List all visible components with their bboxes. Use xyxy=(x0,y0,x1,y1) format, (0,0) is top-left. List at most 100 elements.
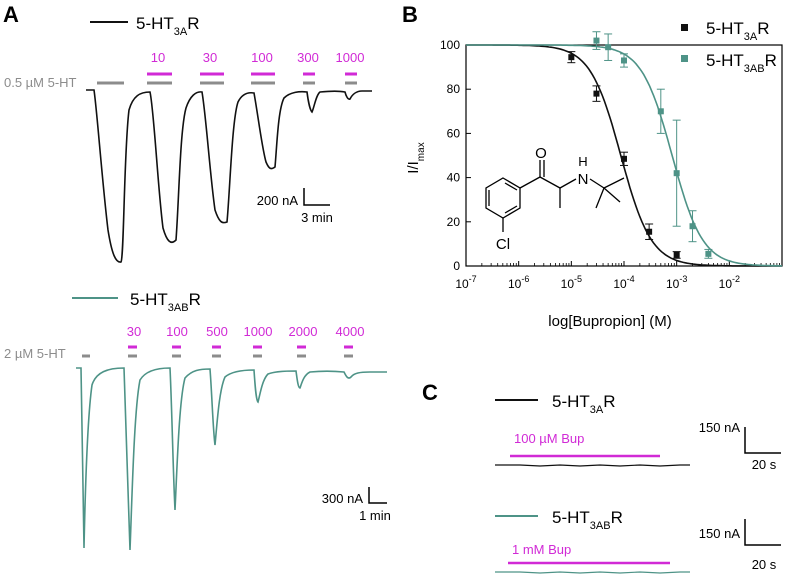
panel-a-bottom-concentration-labels: 30 100 500 1000 2000 4000 xyxy=(127,324,365,339)
panel-c-bottom-legend: 5-HT3ABR xyxy=(552,508,623,532)
x-tick-label: 10-6 xyxy=(508,274,529,291)
data-point xyxy=(672,119,681,227)
panel-a-bottom-current-trace xyxy=(76,367,387,551)
data-point xyxy=(592,31,601,50)
y-tick-label: 20 xyxy=(447,215,461,229)
panel-c-bottom-current-trace xyxy=(495,571,690,574)
tert-butyl-bond xyxy=(589,178,605,189)
panel-a-top-scale-bar: 200 nA 3 min xyxy=(257,188,333,225)
ring-double-bond xyxy=(504,205,518,214)
panel-c-top-legend: 5-HT3AR xyxy=(552,392,616,416)
point-marker xyxy=(593,90,600,97)
scale-time-label: 20 s xyxy=(752,457,777,472)
scale-time-label: 20 s xyxy=(752,557,777,572)
x-tick-label: 10-7 xyxy=(455,274,476,291)
y-tick-label: 80 xyxy=(447,82,461,96)
point-marker xyxy=(657,108,664,115)
panel-a-bottom-agonist-label: 2 µM 5-HT xyxy=(4,346,66,361)
x-tick-label: 10-5 xyxy=(561,274,582,291)
panel-c-top-scale-bar: 150 nA 20 s xyxy=(699,420,781,472)
data-point xyxy=(592,85,601,102)
conc-label: 4000 xyxy=(336,324,365,339)
y-tick-label: 0 xyxy=(453,259,460,273)
atom-hydrogen: H xyxy=(578,154,587,169)
carbonyl-carbon-bond xyxy=(519,176,541,189)
conc-label: 1000 xyxy=(336,50,365,65)
conc-label: 100 xyxy=(251,50,273,65)
scale-bar-line xyxy=(303,188,330,206)
x-axis-label: log[Bupropion] (M) xyxy=(548,313,671,330)
conc-label: 10 xyxy=(151,50,165,65)
panel-label-a: A xyxy=(3,2,19,27)
data-point xyxy=(672,251,681,259)
data-point xyxy=(688,210,697,243)
scale-bar-line xyxy=(368,487,387,504)
data-point xyxy=(704,248,713,259)
data-point xyxy=(656,88,665,134)
scale-bar-line xyxy=(744,519,781,546)
legend-marker-3ab xyxy=(681,55,688,62)
panel-label-b: B xyxy=(402,2,418,27)
point-marker xyxy=(621,155,627,162)
panel-a-top-agonist-label: 0.5 µM 5-HT xyxy=(4,75,77,90)
panel-c-top-current-trace xyxy=(495,464,690,467)
conc-label: 500 xyxy=(206,324,228,339)
panel-label-c: C xyxy=(422,380,438,405)
panel-a-bottom-legend: 5-HT3ABR xyxy=(130,290,201,314)
scale-current-label: 200 nA xyxy=(257,193,299,208)
panel-a-bottom-scale-bar: 300 nA 1 min xyxy=(322,487,391,523)
bupropion-structure-inset xyxy=(485,160,625,232)
atom-oxygen: O xyxy=(535,145,547,162)
scale-time-label: 3 min xyxy=(301,210,333,225)
y-axis-label: I/Imax xyxy=(405,142,427,173)
data-points xyxy=(567,31,713,259)
data-point xyxy=(645,223,654,240)
panel-c-bottom-scale-bar: 150 nA 20 s xyxy=(699,519,781,572)
conc-label: 30 xyxy=(203,50,217,65)
scale-bar-line xyxy=(744,427,781,454)
point-marker xyxy=(621,57,627,64)
panel-a-top-current-trace xyxy=(86,89,372,263)
data-point xyxy=(620,151,628,166)
atom-chlorine: Cl xyxy=(496,236,510,253)
panel-a-top-concentration-labels: 10 30 100 300 1000 xyxy=(151,50,365,65)
conc-label: 300 xyxy=(297,50,319,65)
tert-butyl-methyl xyxy=(595,187,605,209)
tert-butyl-methyl xyxy=(603,187,621,203)
y-tick-label: 60 xyxy=(447,126,461,140)
point-marker xyxy=(705,250,712,257)
y-tick-label: 40 xyxy=(447,171,461,185)
x-tick-label: 10-4 xyxy=(613,274,634,291)
atom-nitrogen: N xyxy=(578,171,589,188)
legend-label-3ab: 5-HT3ABR xyxy=(706,51,777,75)
panel-c-top-application-label: 100 µM Bup xyxy=(514,431,584,446)
point-marker xyxy=(673,170,680,177)
point-marker xyxy=(689,223,696,230)
amine-bond xyxy=(559,178,577,189)
point-marker xyxy=(568,54,575,61)
point-marker xyxy=(605,44,612,51)
benzene-ring xyxy=(485,177,521,219)
x-tick-label: 10-2 xyxy=(719,274,740,291)
scale-current-label: 300 nA xyxy=(322,491,364,506)
point-marker xyxy=(646,228,653,235)
legend-label-3a: 5-HT3AR xyxy=(706,19,770,43)
panel-a-top-legend: 5-HT3AR xyxy=(136,14,200,38)
conc-label: 30 xyxy=(127,324,141,339)
scale-current-label: 150 nA xyxy=(699,526,741,541)
point-marker xyxy=(593,37,600,44)
conc-label: 2000 xyxy=(289,324,318,339)
data-point xyxy=(604,33,613,61)
scale-current-label: 150 nA xyxy=(699,420,741,435)
alpha-carbon-bond xyxy=(539,176,561,189)
legend-marker-3a xyxy=(681,24,688,31)
chart-legend: 5-HT3AR 5-HT3ABR xyxy=(681,19,777,75)
data-point xyxy=(620,53,628,68)
y-tick-label: 100 xyxy=(440,38,460,52)
point-marker xyxy=(673,251,680,258)
data-point xyxy=(567,51,576,64)
conc-label: 100 xyxy=(166,324,188,339)
